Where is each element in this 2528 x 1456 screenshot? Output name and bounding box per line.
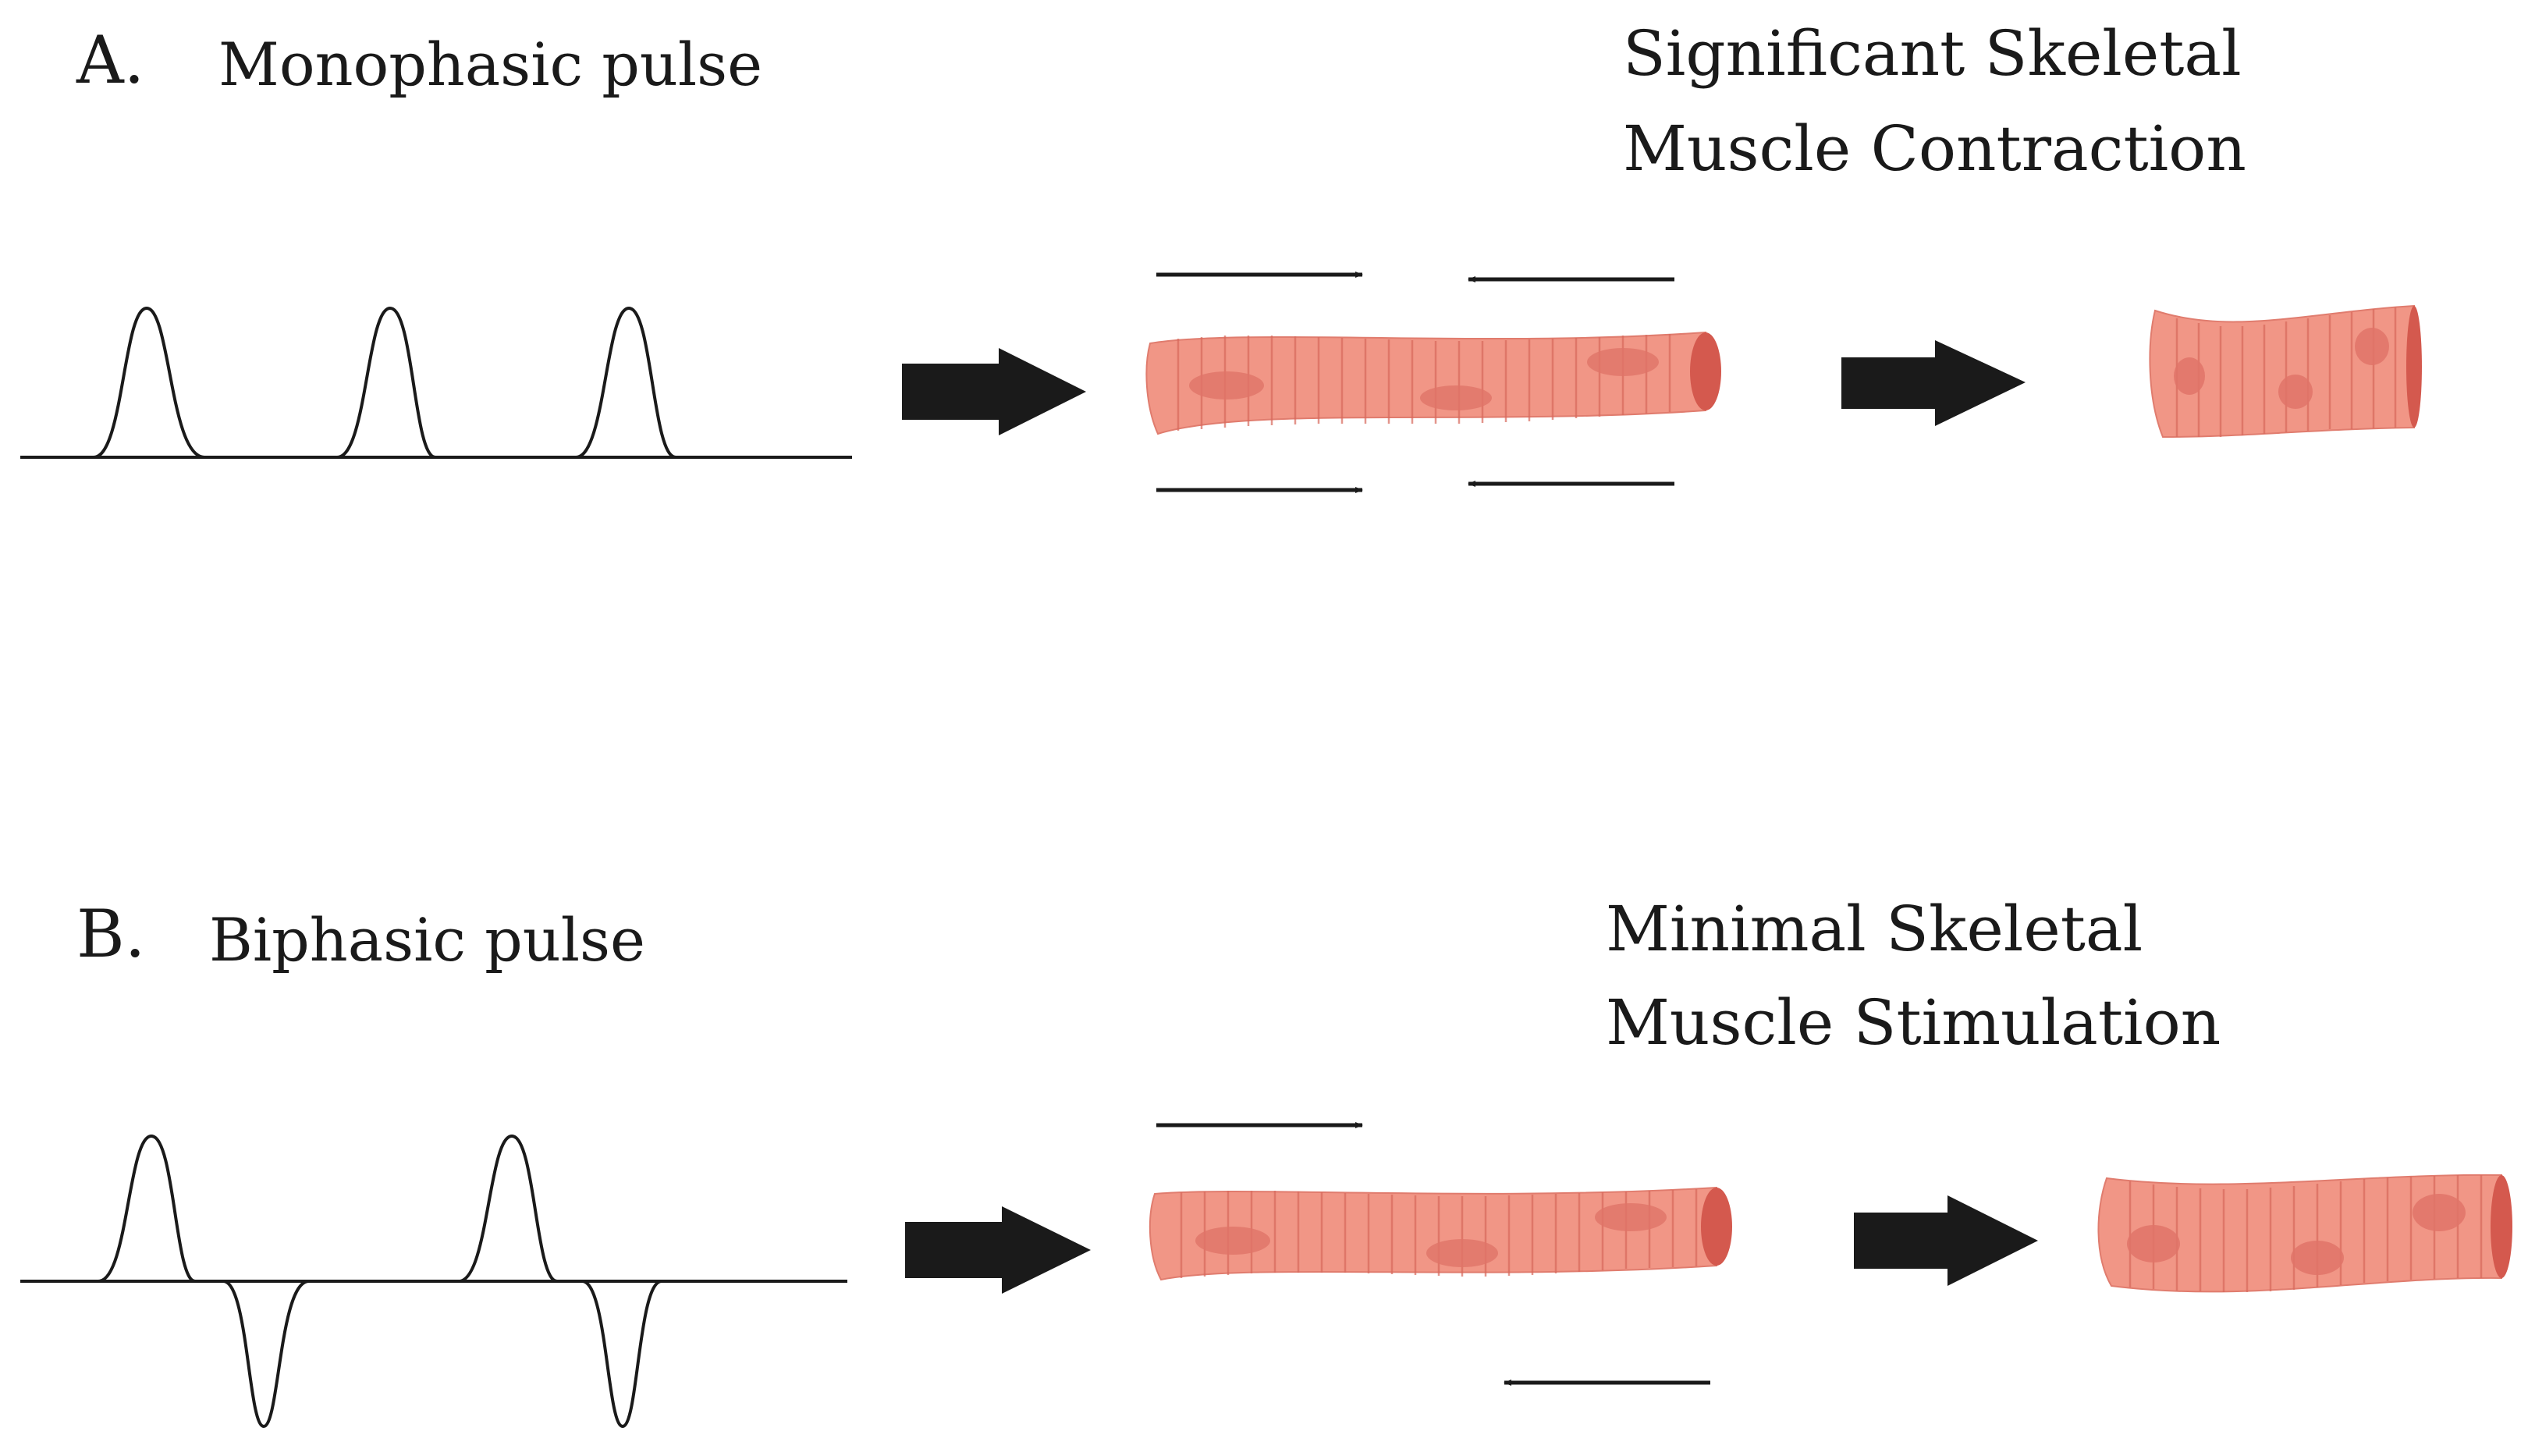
biphasic-pulse-1 (98, 1135, 310, 1428)
panel-b-letter: B. (76, 896, 146, 972)
monophasic-pulse-1 (93, 307, 205, 459)
panel-b-result-line2: Muscle Stimulation (1606, 986, 2221, 1059)
panel-a-result-line2: Muscle Contraction (1623, 112, 2246, 185)
muscle-fiber-b-after (2097, 1174, 2512, 1293)
panel-b-arrow-1-icon (905, 1206, 1091, 1294)
monophasic-pulse-3 (575, 307, 676, 459)
panel-a-arrow-1-icon (902, 348, 1086, 435)
panel-a-force-arrows (1156, 272, 1674, 493)
monophasic-pulse-2 (336, 307, 436, 459)
panel-a-result-line1: Significant Skeletal (1623, 17, 2242, 90)
panel-a-letter: A. (76, 22, 145, 98)
panel-a-title: Monophasic pulse (218, 30, 763, 99)
panel-b-arrow-2-icon (1854, 1195, 2038, 1286)
panel-b-title: Biphasic pulse (209, 905, 645, 975)
muscle-fiber-a-relaxed (1145, 331, 1721, 435)
panel-a-arrow-2-icon (1841, 340, 2026, 426)
panel-b-force-arrows (1156, 1122, 1710, 1386)
monophasic-waveform (20, 307, 852, 459)
muscle-fiber-b-relaxed (1149, 1186, 1732, 1281)
biphasic-pulse-2 (458, 1135, 662, 1428)
biphasic-waveform (20, 1135, 847, 1428)
panel-b-result-line1: Minimal Skeletal (1606, 893, 2143, 965)
muscle-fiber-a-contracted (2149, 304, 2422, 439)
